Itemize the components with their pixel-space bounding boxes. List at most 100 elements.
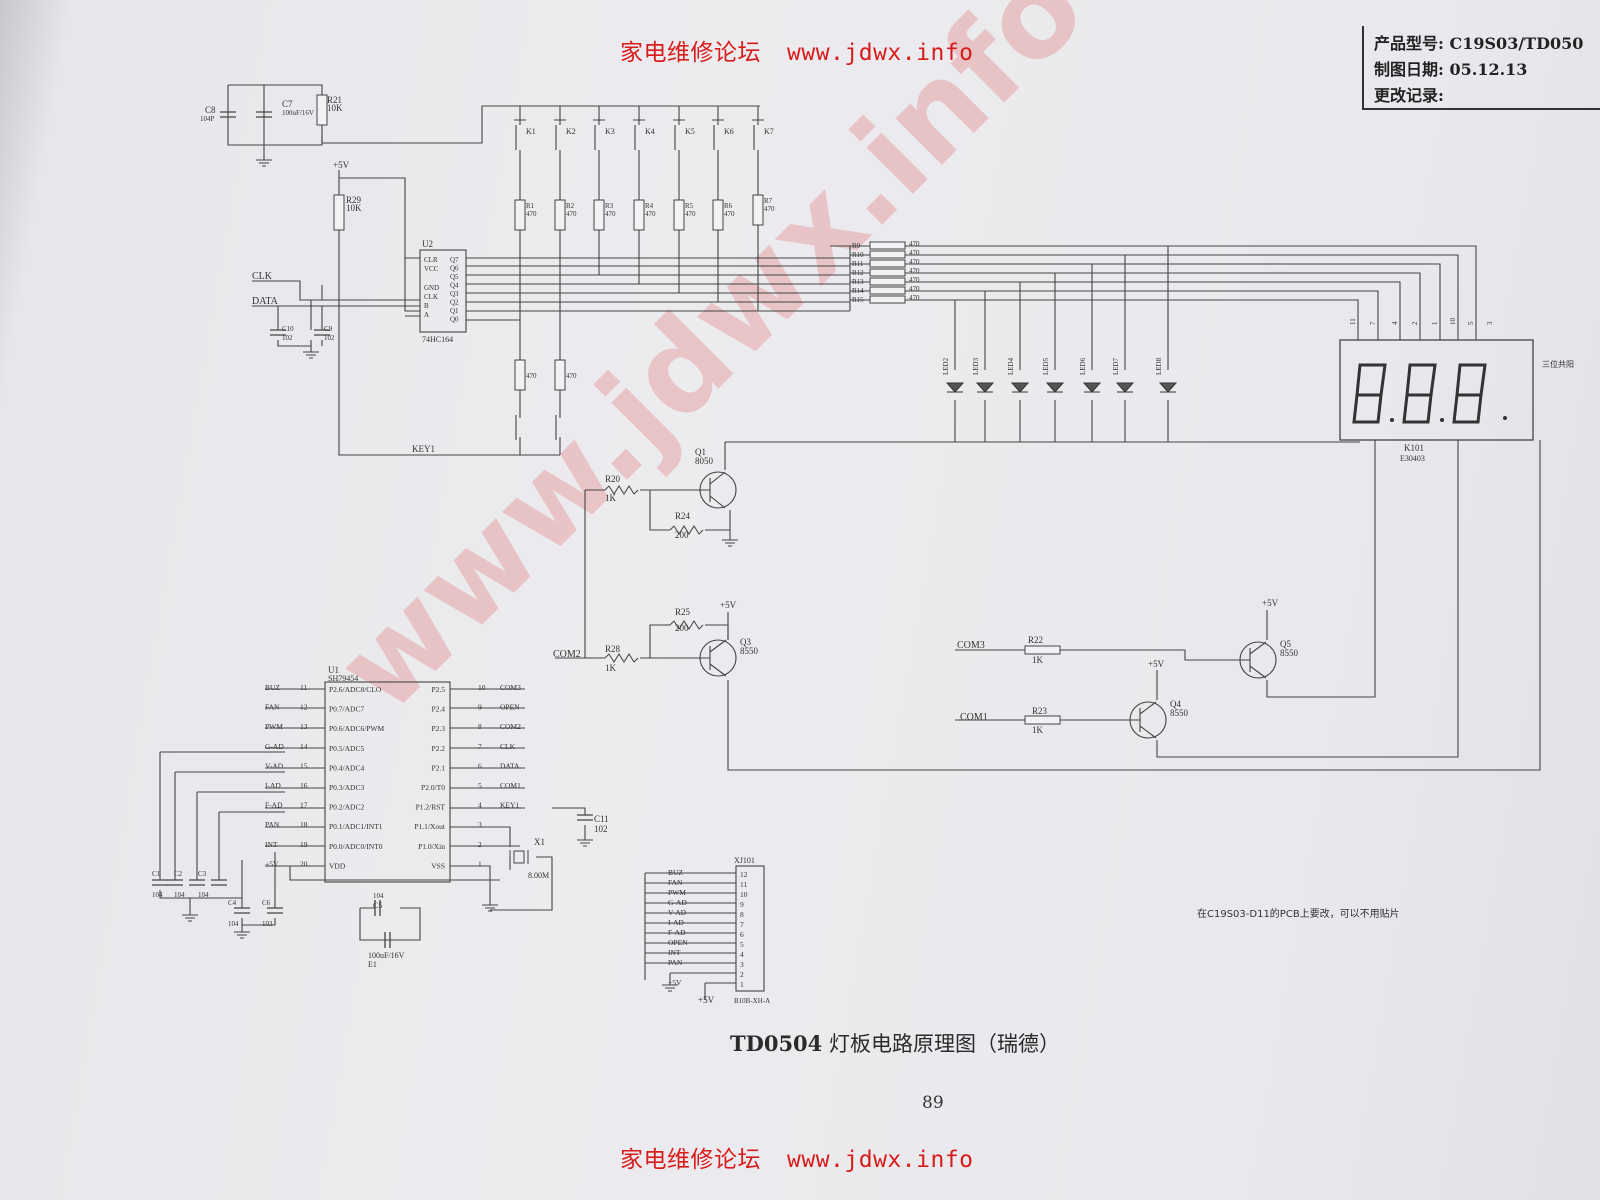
connector-pin: 1	[740, 980, 744, 989]
label-plus5v-q4: +5V	[1148, 659, 1165, 669]
connector-net: BUZ	[668, 868, 683, 877]
display-pin-number: 1	[1431, 321, 1439, 325]
segment-resistor-label: R15	[852, 296, 864, 304]
key-label: K6	[724, 127, 734, 136]
label-u2: U2	[422, 239, 433, 249]
connector-pin: 9	[740, 900, 744, 909]
u2-pin-right: Q0	[450, 316, 459, 324]
u2-pin-right: Q6	[450, 265, 459, 273]
u1-right-function: P1.2/RST	[416, 803, 446, 812]
display-pin-number: 3	[1486, 321, 1494, 325]
label-r29-value: 10K	[346, 203, 362, 213]
segment-resistor-label: R11	[852, 260, 864, 268]
display-pin-number: 5	[1467, 321, 1475, 325]
u1-right-pin: 6	[478, 761, 482, 770]
u1-left-net: PWM	[265, 722, 283, 731]
u1-left-pin: 15	[300, 761, 308, 770]
label-key1: KEY1	[412, 444, 435, 454]
u1-right-function: P2.3	[431, 724, 445, 733]
u1-left-net: F-AD	[265, 801, 283, 810]
u1-left-net: BUZ	[265, 683, 280, 692]
change-label: 更改记录:	[1374, 86, 1444, 105]
segment-resistor-label: R10	[852, 251, 864, 259]
u1-right-pin: 10	[478, 683, 486, 692]
connector-net: FAN	[668, 878, 683, 887]
model-label: 产品型号:	[1374, 34, 1444, 53]
u1-right-net: DATA	[500, 761, 520, 770]
label-e1-value: 100uF/16V	[368, 951, 405, 960]
u1-left-function: P0.1/ADC1/INT1	[329, 822, 383, 831]
key-resistor-value: 470	[685, 210, 696, 218]
label-k101-value: E30403	[1400, 454, 1425, 463]
u2-pin-right: Q7	[450, 256, 459, 264]
u2-pin-left: A	[424, 311, 429, 319]
connector-pin: 8	[740, 910, 744, 919]
key-resistor-label: R2	[566, 202, 575, 210]
label-c10-value: 102	[282, 334, 293, 342]
label-data: DATA	[252, 296, 279, 307]
label-q4-value: 8550	[1170, 708, 1189, 718]
segment-resistor-label: R14	[852, 287, 864, 295]
u1-left-net: I-AD	[265, 781, 281, 790]
key-label: K3	[605, 127, 615, 136]
label-u1: U1	[328, 665, 339, 675]
capacitor-label: C4	[228, 899, 237, 907]
u1-right-function: P2.5	[431, 685, 445, 694]
key-resistor-label: R5	[685, 202, 694, 210]
u1-left-net: G-AD	[265, 742, 284, 751]
key-label: K1	[526, 127, 536, 136]
label-r21: R21	[327, 95, 342, 105]
watermark-site: 家电维修论坛	[620, 40, 761, 66]
u1-left-net: PAN	[265, 820, 280, 829]
label-q3: Q3	[740, 637, 751, 647]
connector-net: +5V	[668, 978, 682, 987]
u1-right-function: P2.1	[431, 763, 445, 772]
u2-pin-right: Q4	[450, 282, 459, 290]
capacitor-label: C2	[174, 870, 183, 878]
u1-right-net: OPEN	[500, 703, 520, 712]
watermark-site: 家电维修论坛	[620, 1147, 761, 1173]
connector-net: PAN	[668, 958, 683, 967]
label-c9-value: 102	[324, 334, 335, 342]
label-c5: C5	[373, 901, 382, 910]
u1-left-pin: 13	[300, 722, 308, 731]
segment-resistor-value: 470	[909, 285, 920, 293]
label-display-type: 三位共阳	[1542, 359, 1574, 369]
u2-pin-right: Q1	[450, 307, 459, 315]
u1-left-pin: 11	[300, 683, 307, 692]
u1-right-pin: 8	[478, 722, 482, 731]
u1-left-function: P0.7/ADC7	[329, 705, 364, 714]
connector-pin: 10	[740, 890, 748, 899]
u1-right-pin: 1	[478, 859, 482, 868]
connector-pin: 2	[740, 970, 744, 979]
key-resistor-value: 470	[566, 372, 577, 380]
segment-resistor-value: 470	[909, 240, 920, 248]
label-c11: C11	[594, 814, 609, 824]
led-label: LED2	[942, 357, 950, 375]
u2-pin-right: Q3	[450, 290, 459, 298]
label-com2: COM2	[553, 649, 581, 660]
display-pin-number: 7	[1369, 321, 1377, 325]
capacitor-value: 103	[262, 920, 273, 928]
label-r20-value: 1K	[605, 493, 617, 503]
label-r22-value: 1K	[1032, 655, 1044, 665]
connector-net: G-AD	[668, 898, 687, 907]
u1-right-pin: 5	[478, 781, 482, 790]
u1-left-net: FAN	[265, 703, 280, 712]
u1-right-pin: 7	[478, 742, 482, 751]
u1-left-net: V-AD	[265, 761, 284, 770]
key-resistor-value: 470	[526, 210, 537, 218]
label-r20: R20	[605, 474, 621, 484]
segment-resistor-value: 470	[909, 294, 920, 302]
key-resistor-value: 470	[526, 372, 537, 380]
connector-pin: 12	[740, 870, 748, 879]
label-c9: C9	[324, 325, 333, 333]
u1-right-net: CLK	[500, 742, 516, 751]
label-u2-part: 74HC164	[422, 335, 453, 344]
date-label: 制图日期:	[1374, 60, 1444, 79]
key-resistor-value: 470	[764, 205, 775, 213]
u1-left-pin: 20	[300, 859, 308, 868]
label-clk: CLK	[252, 271, 273, 282]
label-r24-value: 200	[675, 530, 689, 540]
